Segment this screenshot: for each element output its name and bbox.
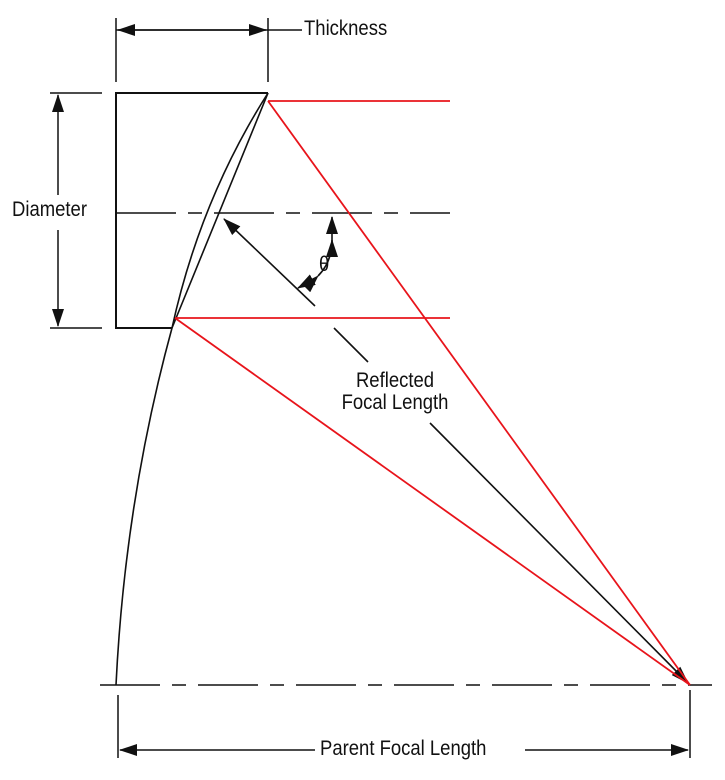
diameter-label: Diameter	[12, 198, 87, 221]
parent-focal-length-label: Parent Focal Length	[320, 737, 487, 760]
ray-bottom-reflected	[174, 317, 691, 686]
theta-label: θ	[319, 253, 330, 276]
reflected-focal-length-line1: Reflected	[355, 369, 435, 392]
light-rays	[174, 100, 691, 686]
thickness-label: Thickness	[304, 17, 388, 40]
ray-top-reflected	[267, 100, 691, 686]
mirror-body	[115, 92, 268, 329]
reflected-focal-length-label: Reflected Focal Length	[329, 370, 461, 414]
reflected-focal-length-arrow	[223, 218, 316, 307]
mirror-chord	[171, 92, 269, 329]
reflected-focal-length-line2: Focal Length	[341, 391, 449, 414]
parent-parabola-curve	[115, 92, 269, 686]
